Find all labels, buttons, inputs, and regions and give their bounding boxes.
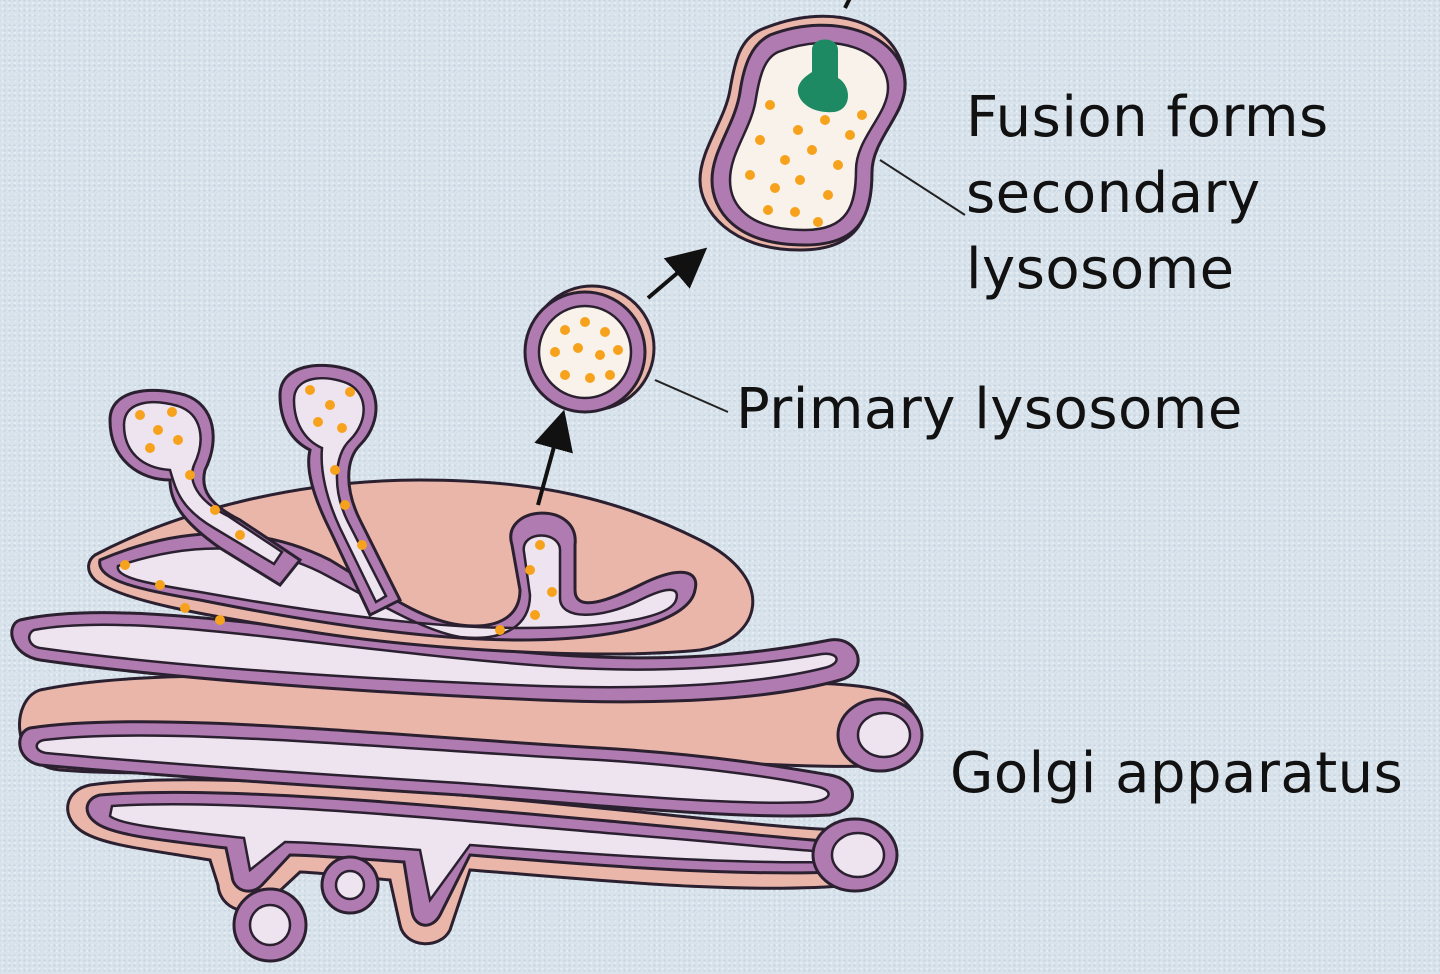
primary-lysosome: [523, 284, 656, 414]
label-secondary-lysosome: Fusion forms secondary lysosome: [966, 80, 1329, 308]
label-secondary-lysosome-line3: lysosome: [966, 237, 1235, 302]
label-golgi-apparatus: Golgi apparatus: [950, 741, 1404, 806]
arrow-primary-to-secondary: [646, 247, 708, 300]
leader-primary-lysosome: [654, 379, 729, 413]
golgi-enzyme-granules: [120, 385, 557, 635]
golgi-bud-left: [108, 388, 303, 587]
arrow-top-stub: [843, 0, 852, 9]
golgi-bud-middle: [278, 363, 403, 618]
leader-secondary-lysosome: [879, 159, 966, 216]
golgi-cisterna-bottom: [66, 778, 892, 946]
secondary-lysosome: [698, 14, 907, 252]
arrow-golgi-to-primary: [534, 409, 573, 506]
golgi-apparatus: [10, 363, 924, 963]
label-secondary-lysosome-line2: secondary: [966, 161, 1261, 226]
golgi-small-vesicles: [232, 855, 380, 963]
primary-lysosome-enzymes: [550, 317, 623, 383]
golgi-cisterna-lower: [18, 720, 899, 893]
engulfed-material: [797, 39, 849, 113]
label-secondary-lysosome-line1: Fusion forms: [966, 85, 1329, 150]
label-primary-lysosome: Primary lysosome: [736, 377, 1243, 442]
secondary-lysosome-enzymes: [745, 100, 867, 227]
golgi-cisterna-middle: [10, 611, 924, 773]
